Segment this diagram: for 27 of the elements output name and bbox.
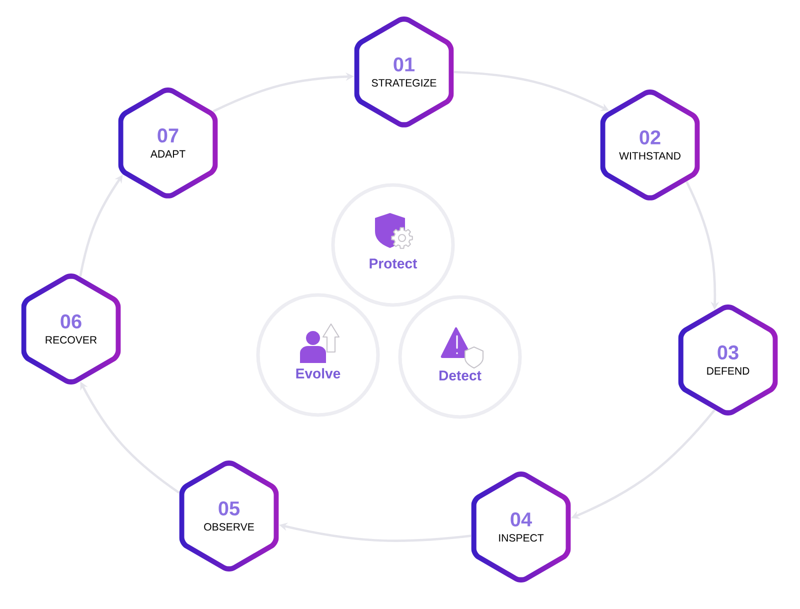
hexagon — [184, 466, 274, 566]
circle-label: Evolve — [296, 368, 340, 378]
step-number: 04 — [510, 512, 532, 526]
circle-label: Detect — [439, 370, 482, 380]
step-label: WITHSTAND — [619, 152, 680, 160]
circle — [398, 295, 522, 419]
step-number: 01 — [394, 57, 415, 72]
step-number: 02 — [640, 130, 660, 144]
step-number: 05 — [218, 501, 240, 516]
hexagon — [123, 92, 213, 194]
step-label: ADAPT — [150, 150, 186, 158]
hexagon — [605, 94, 695, 196]
hexagon — [476, 476, 566, 578]
step-label: RECOVER — [46, 336, 97, 344]
step-number: 06 — [60, 314, 82, 328]
hexagon — [683, 310, 773, 410]
hexagon — [26, 278, 116, 380]
step-label: OBSERVE — [204, 523, 254, 531]
circle-label: Protect — [370, 258, 418, 268]
circle — [331, 183, 455, 307]
step-number: 07 — [158, 128, 178, 143]
step-label: DEFEND — [707, 367, 750, 375]
step-label: STRATEGIZE — [372, 79, 436, 87]
circle — [256, 293, 380, 417]
step-number: 03 — [718, 345, 738, 360]
step-label: INSPECT — [499, 534, 544, 542]
hexagon — [359, 22, 449, 122]
